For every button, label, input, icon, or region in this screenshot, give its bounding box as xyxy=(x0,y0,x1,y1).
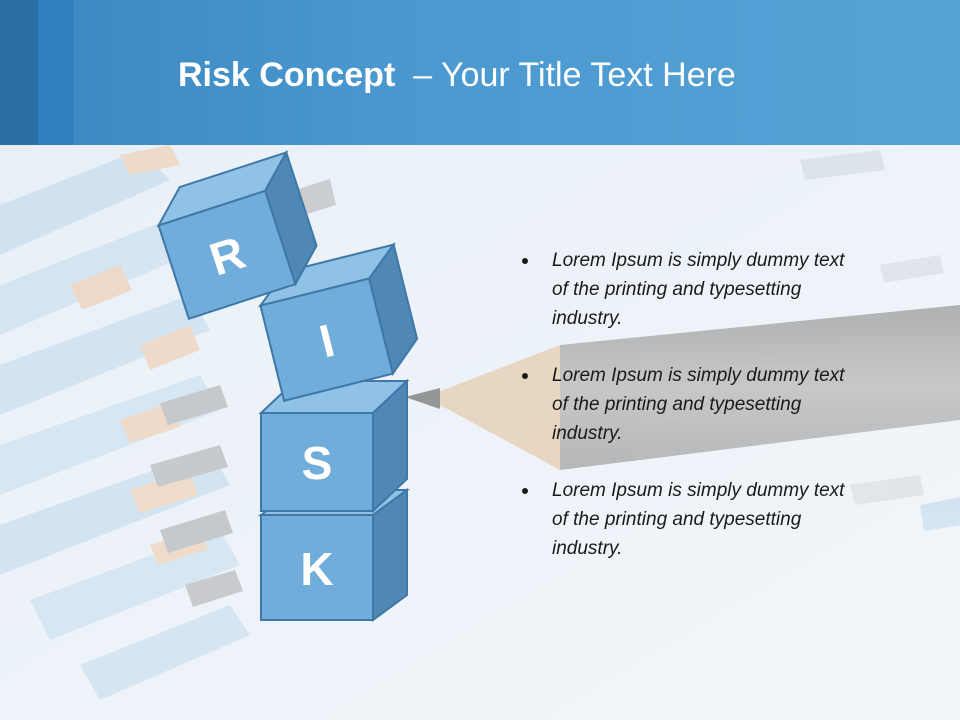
bullet-item: Lorem Ipsum is simply dummy text of the … xyxy=(520,246,850,333)
bullet-item: Lorem Ipsum is simply dummy text of the … xyxy=(520,476,850,563)
header-accent-strip-2 xyxy=(38,0,74,145)
slide-title: Risk Concept – Your Title Text Here xyxy=(178,52,736,102)
bullet-text: Lorem Ipsum is simply dummy text of the … xyxy=(552,250,845,329)
bullet-dot-icon xyxy=(522,258,528,264)
title-bar xyxy=(0,0,960,145)
cube-letter-k: K xyxy=(300,543,333,595)
cube-s: S xyxy=(258,378,410,514)
title-rest: – Your Title Text Here xyxy=(413,56,736,94)
bullet-dot-icon xyxy=(522,488,528,494)
risk-cubes: K S I R xyxy=(156,149,419,622)
bullet-list: Lorem Ipsum is simply dummy text of the … xyxy=(520,246,850,591)
bullet-dot-icon xyxy=(522,373,528,379)
cube-letter-s: S xyxy=(302,437,333,489)
cube-r: R xyxy=(156,149,318,320)
bullet-item: Lorem Ipsum is simply dummy text of the … xyxy=(520,361,850,448)
background-chart-image xyxy=(0,145,960,720)
cube-i: I xyxy=(258,242,419,402)
title-bold: Risk Concept xyxy=(178,56,396,94)
bullet-text: Lorem Ipsum is simply dummy text of the … xyxy=(552,365,845,444)
bullet-text: Lorem Ipsum is simply dummy text of the … xyxy=(552,480,845,559)
header-accent-strip xyxy=(0,0,38,145)
